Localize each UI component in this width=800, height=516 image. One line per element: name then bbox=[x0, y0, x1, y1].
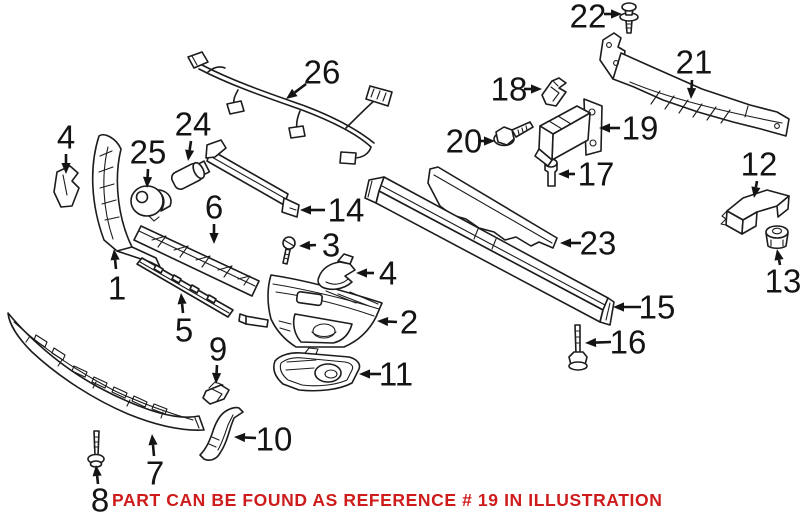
callout-number-7: 7 bbox=[146, 455, 164, 492]
part-1-corner-trim-sketch bbox=[91, 133, 161, 268]
part-5-grille-molding-sketch bbox=[136, 257, 234, 318]
callout-18: 18 bbox=[491, 71, 542, 108]
callout-6: 6 bbox=[205, 189, 223, 244]
callout-number-23: 23 bbox=[580, 225, 617, 262]
callout-number-15: 15 bbox=[639, 289, 676, 326]
callout-number-9: 9 bbox=[209, 331, 227, 368]
part-10-trim-strip-sketch bbox=[199, 406, 244, 461]
callout-1: 1 bbox=[108, 249, 126, 307]
callout-4: 4 bbox=[57, 119, 75, 174]
callout-16: 16 bbox=[585, 324, 646, 361]
callout-13: 13 bbox=[765, 249, 800, 300]
callout-number-5: 5 bbox=[175, 312, 193, 349]
callout-24: 24 bbox=[175, 106, 212, 161]
callout-3: 3 bbox=[299, 227, 340, 264]
callout-number-3: 3 bbox=[322, 227, 340, 264]
callout-number-18: 18 bbox=[491, 71, 528, 108]
part-15-bumper-reinforcement-sketch bbox=[364, 176, 615, 326]
callout-14: 14 bbox=[300, 192, 364, 229]
part-14-impact-absorber-sketch bbox=[205, 139, 300, 218]
part-2-bumper-cover-sketch bbox=[238, 274, 383, 348]
callout-5: 5 bbox=[175, 293, 193, 349]
part-19-mount-bracket-sketch bbox=[534, 98, 603, 167]
callout-26: 26 bbox=[286, 54, 341, 99]
part-26-wiring-harness-sketch bbox=[187, 51, 393, 165]
callout-number-6: 6 bbox=[205, 189, 223, 226]
callout-22: 22 bbox=[570, 0, 622, 35]
part-21-cowl-panel-sketch bbox=[599, 32, 790, 137]
callout-7: 7 bbox=[146, 434, 164, 492]
callout-4: 4 bbox=[356, 255, 397, 292]
part-16-bolt-sketch bbox=[568, 324, 588, 371]
callout-number-12: 12 bbox=[741, 146, 778, 183]
part-22-bolt-sketch bbox=[619, 2, 639, 34]
callout-19: 19 bbox=[599, 110, 658, 147]
part-11-fog-lamp-grille-sketch bbox=[273, 347, 361, 392]
callout-number-13: 13 bbox=[765, 263, 800, 300]
callout-number-11: 11 bbox=[379, 356, 413, 393]
callout-number-8: 8 bbox=[91, 482, 109, 516]
part-12-side-bracket-sketch bbox=[720, 189, 790, 235]
callout-12: 12 bbox=[741, 146, 778, 198]
reference-caption: PART CAN BE FOUND AS REFERENCE # 19 IN I… bbox=[112, 490, 663, 510]
callout-25: 25 bbox=[130, 134, 167, 188]
part-13-nut-sketch bbox=[765, 225, 789, 250]
callout-number-20: 20 bbox=[446, 123, 483, 160]
callout-number-4: 4 bbox=[379, 255, 397, 292]
callout-15: 15 bbox=[613, 289, 675, 326]
callout-number-25: 25 bbox=[130, 134, 167, 171]
callout-number-21: 21 bbox=[676, 44, 713, 81]
callout-number-1: 1 bbox=[108, 270, 126, 307]
callout-17: 17 bbox=[558, 156, 614, 193]
callout-number-10: 10 bbox=[256, 421, 293, 458]
callout-number-2: 2 bbox=[400, 304, 418, 341]
part-8-screw-sketch bbox=[87, 430, 105, 468]
part-24-parking-sensor-sketch bbox=[170, 160, 211, 191]
callout-number-14: 14 bbox=[328, 192, 365, 229]
part-9-clip-sketch bbox=[202, 381, 230, 405]
callout-2: 2 bbox=[377, 304, 418, 341]
part-18-clip-sketch bbox=[541, 77, 567, 107]
part-25-sensor-grommet-sketch bbox=[130, 185, 172, 222]
callout-number-24: 24 bbox=[175, 106, 212, 143]
callout-20: 20 bbox=[446, 123, 495, 160]
part-6-upper-grille-sketch bbox=[133, 225, 260, 297]
part-20-bolt-sketch bbox=[493, 121, 534, 147]
callout-number-16: 16 bbox=[610, 324, 647, 361]
callout-10: 10 bbox=[234, 421, 292, 458]
callout-number-26: 26 bbox=[304, 54, 341, 91]
part-7-lower-valance-sketch bbox=[7, 312, 205, 431]
part-4-left-bracket-sketch bbox=[53, 165, 80, 208]
part-4-headlight-washer-cover-sketch bbox=[317, 253, 356, 291]
callout-8: 8 bbox=[91, 465, 109, 516]
callout-9: 9 bbox=[209, 331, 227, 384]
callout-23: 23 bbox=[560, 225, 616, 262]
callout-number-17: 17 bbox=[578, 156, 615, 193]
callout-11: 11 bbox=[359, 356, 413, 393]
callout-number-19: 19 bbox=[622, 110, 659, 147]
callout-number-22: 22 bbox=[570, 0, 607, 35]
callout-21: 21 bbox=[676, 44, 713, 99]
callout-number-4: 4 bbox=[57, 119, 75, 156]
part-3-screw-sketch bbox=[282, 236, 296, 265]
